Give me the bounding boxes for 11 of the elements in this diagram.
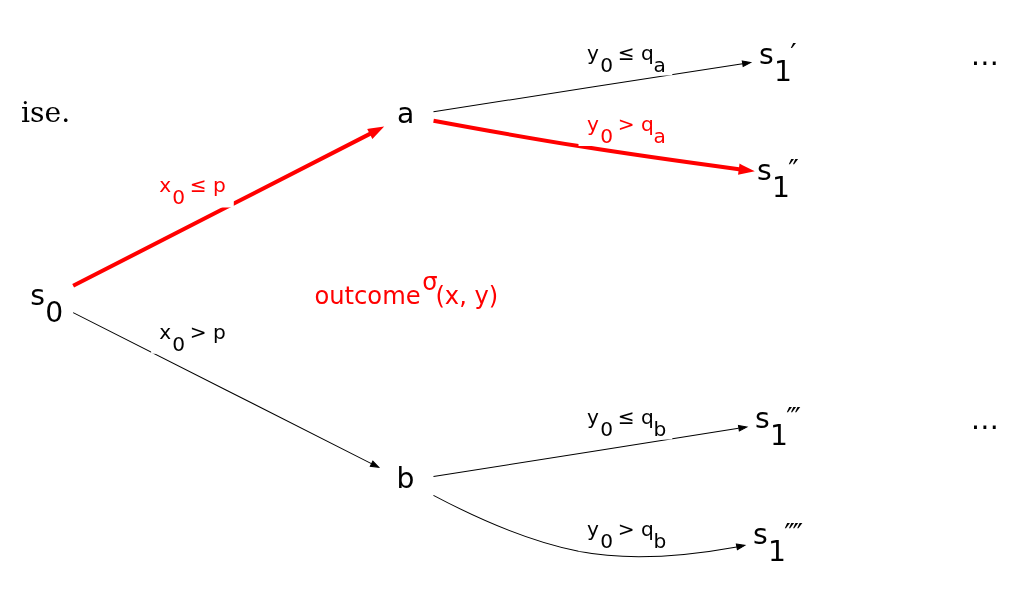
arrow: [71, 126, 384, 288]
arrow: [432, 118, 755, 175]
arrow: [72, 312, 380, 469]
label: …: [970, 39, 999, 73]
label: …: [970, 403, 999, 437]
node-text: a: [396, 96, 414, 130]
arrow: [432, 494, 746, 558]
label: ise.: [20, 95, 70, 129]
arrow: [432, 424, 748, 478]
arrow: [432, 60, 752, 113]
node-text: b: [396, 461, 414, 495]
